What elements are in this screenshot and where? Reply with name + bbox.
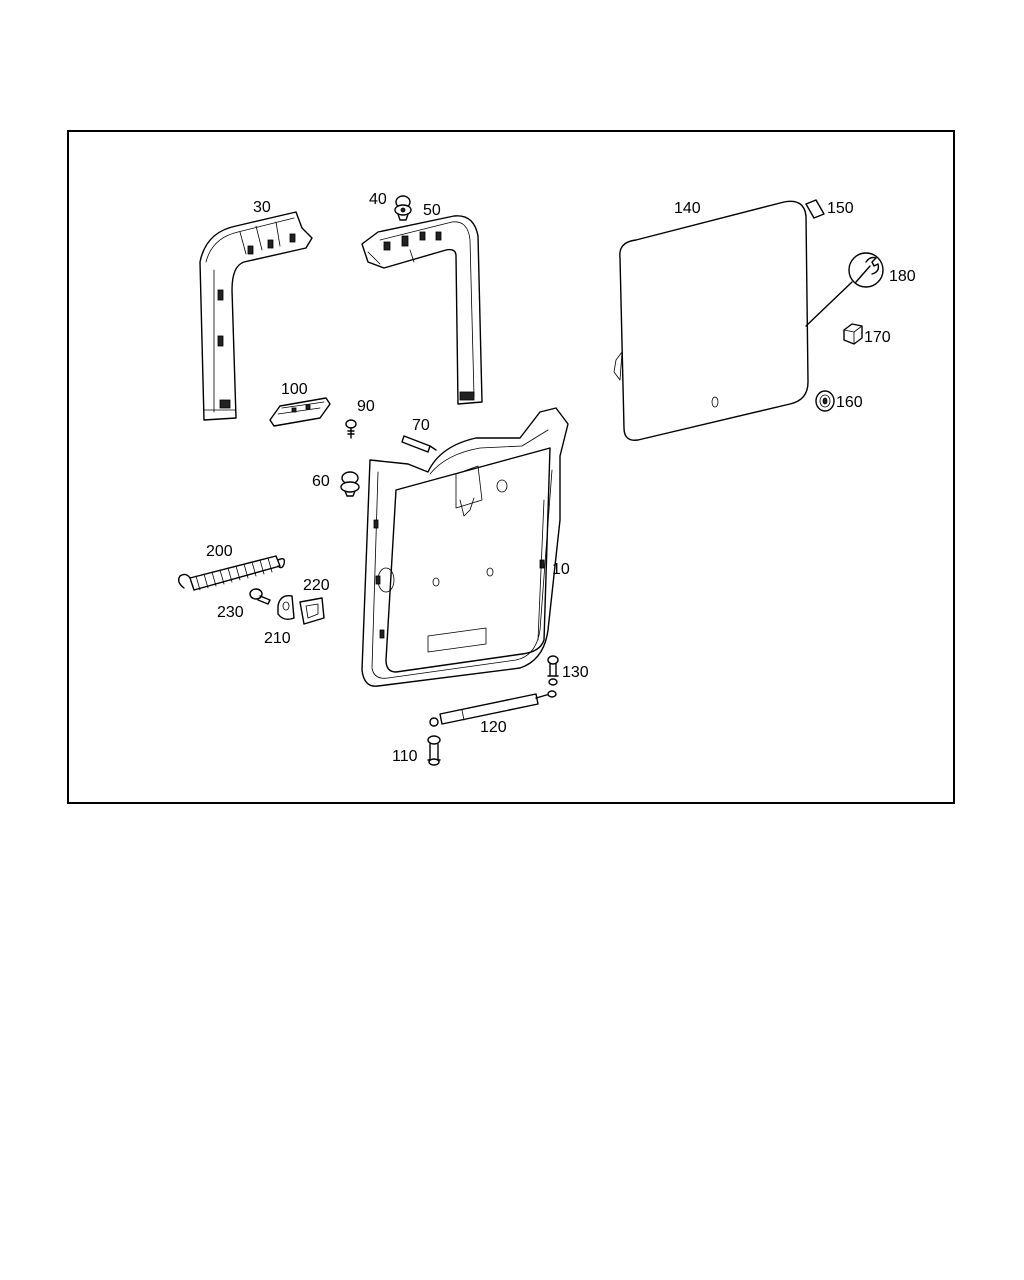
part-200-spring bbox=[177, 555, 286, 591]
label-50: 50 bbox=[423, 202, 441, 219]
label-120: 120 bbox=[480, 719, 507, 736]
part-180-wrench-symbol bbox=[805, 252, 884, 327]
label-60: 60 bbox=[312, 473, 330, 490]
part-110-pin bbox=[427, 735, 441, 766]
label-140: 140 bbox=[674, 200, 701, 217]
part-120-strut bbox=[429, 690, 557, 727]
label-10: 10 bbox=[552, 561, 570, 578]
label-200: 200 bbox=[206, 543, 233, 560]
part-90-screw bbox=[345, 419, 357, 439]
label-170: 170 bbox=[864, 329, 891, 346]
part-10-door-panel bbox=[361, 407, 569, 687]
label-210: 210 bbox=[264, 630, 291, 647]
part-30-left-trim bbox=[199, 211, 313, 421]
label-110: 110 bbox=[392, 748, 418, 765]
label-130: 130 bbox=[562, 664, 589, 681]
label-100: 100 bbox=[281, 381, 308, 398]
part-100-light bbox=[269, 397, 331, 427]
part-220-clip bbox=[299, 597, 325, 625]
label-150: 150 bbox=[827, 200, 854, 217]
part-160-grommet bbox=[815, 390, 835, 412]
part-50-right-trim bbox=[361, 215, 483, 405]
part-170-block bbox=[843, 323, 863, 345]
label-40: 40 bbox=[369, 191, 387, 208]
part-70-pin bbox=[401, 435, 437, 453]
label-220: 220 bbox=[303, 577, 330, 594]
label-160: 160 bbox=[836, 394, 863, 411]
label-70: 70 bbox=[412, 417, 430, 434]
part-230-bolt bbox=[249, 588, 271, 605]
part-40-clip bbox=[394, 195, 412, 221]
part-140-window-glass bbox=[613, 200, 809, 441]
label-180: 180 bbox=[889, 268, 916, 285]
label-90: 90 bbox=[357, 398, 375, 415]
label-230: 230 bbox=[217, 604, 244, 621]
part-210-bracket bbox=[277, 595, 295, 621]
label-30: 30 bbox=[253, 199, 271, 216]
part-60-clip bbox=[340, 471, 360, 497]
part-150-pad bbox=[805, 199, 825, 219]
part-130-pin bbox=[547, 655, 559, 686]
